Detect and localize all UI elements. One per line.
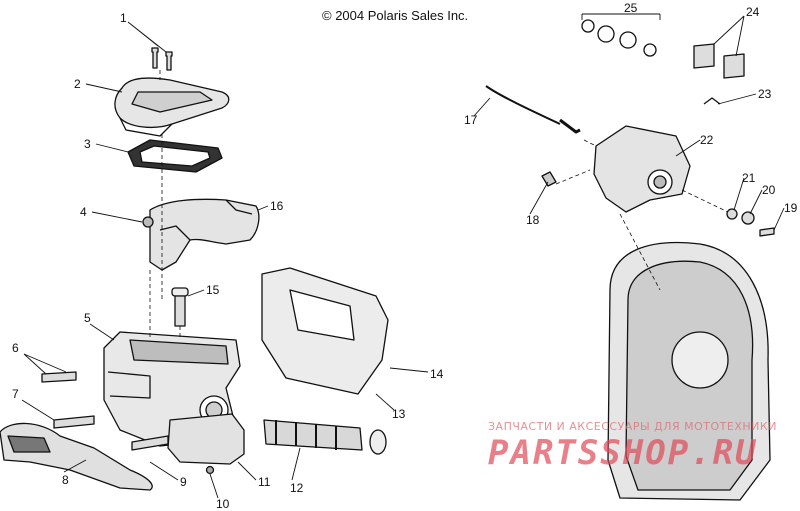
callout-10: 10	[216, 497, 230, 511]
part-16-lever-arm	[149, 198, 260, 271]
callout-18: 18	[526, 213, 540, 227]
part-22-caliper	[593, 125, 691, 213]
copyright-notice: © 2004 Polaris Sales Inc.	[322, 8, 469, 23]
part-2-reservoir-cover	[114, 77, 230, 137]
part-13-14-cover	[261, 267, 389, 395]
callout-14: 14	[430, 367, 444, 381]
callout-7: 7	[12, 387, 19, 401]
part-4-nut	[142, 216, 154, 228]
part-23-25-pads-seals	[581, 19, 745, 105]
callout-13: 13	[392, 407, 406, 421]
watermark-tagline: ЗАПЧАСТИ И АКСЕССУАРЫ ДЛЯ МОТОТЕХНИКИ	[488, 420, 777, 433]
callout-22: 22	[700, 133, 714, 147]
part-17-brake-line	[485, 85, 581, 134]
callout-25: 25	[624, 1, 638, 15]
part-11-clamp	[167, 413, 245, 465]
leader-lines	[21, 13, 785, 499]
alignment-lines	[149, 70, 729, 340]
callout-6: 6	[12, 341, 19, 355]
callout-3: 3	[84, 137, 91, 151]
part-6-7-bolts	[41, 371, 169, 451]
part-1-screws	[151, 47, 173, 71]
callout-5: 5	[84, 311, 91, 325]
callout-21: 21	[742, 171, 756, 185]
part-12-sleeve	[263, 419, 387, 455]
callout-1: 1	[120, 11, 127, 25]
callout-17: 17	[464, 113, 478, 127]
part-18-bleeder	[541, 171, 557, 187]
callout-20: 20	[762, 183, 776, 197]
watermark-logo: PARTSSHOP.RU	[488, 433, 758, 473]
callout-8: 8	[62, 473, 69, 487]
callout-19: 19	[784, 201, 798, 215]
callout-16: 16	[270, 199, 284, 213]
callout-15: 15	[206, 283, 220, 297]
part-19-21-washers-bolt	[726, 208, 775, 237]
callout-9: 9	[180, 475, 187, 489]
callout-11: 11	[258, 475, 271, 489]
callout-12: 12	[290, 481, 304, 495]
part-10-small-nut	[205, 465, 215, 475]
callout-2: 2	[74, 77, 81, 91]
callout-24: 24	[746, 5, 760, 19]
callout-4: 4	[80, 205, 87, 219]
callout-23: 23	[758, 87, 772, 101]
part-15-pin	[171, 287, 189, 327]
part-3-diaphragm	[127, 139, 223, 173]
part-8-lever	[0, 422, 153, 491]
chaincase-housing	[607, 241, 771, 501]
